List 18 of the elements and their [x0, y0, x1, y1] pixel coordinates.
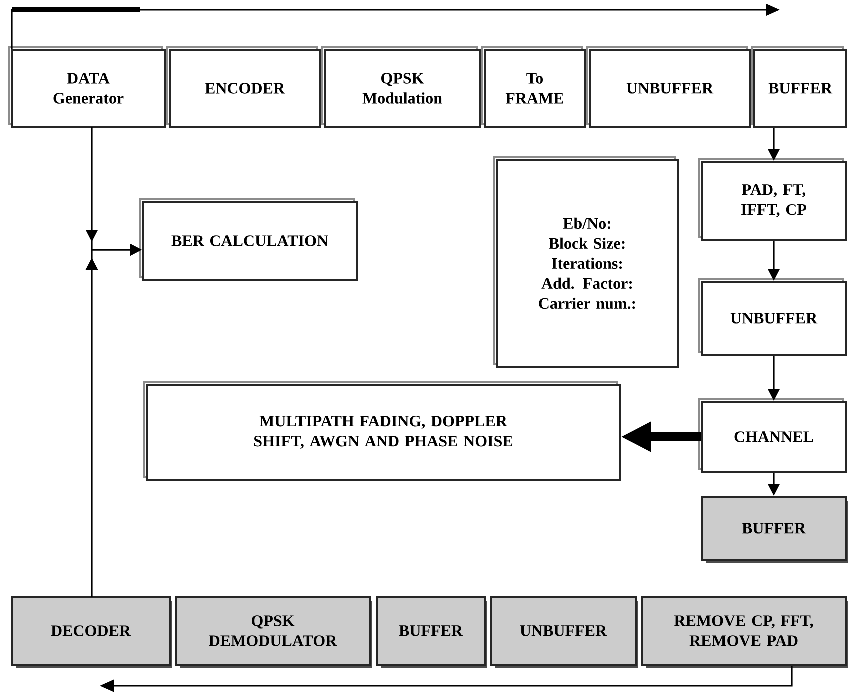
parameter-box: Eb/No: Block Size: Iterations: Add. Factor: Carrier num.:	[493, 156, 679, 368]
process-box: BUFFER	[701, 496, 848, 563]
process-box: QPSK DEMODULATOR	[175, 596, 372, 668]
process-box: QPSK Modulation	[321, 46, 481, 128]
process-box: ENCODER	[166, 46, 321, 128]
process-box: REMOVE CP, FFT, REMOVE PAD	[641, 596, 848, 668]
process-box: BUFFER	[376, 596, 487, 668]
process-box: UNBUFFER	[490, 596, 638, 668]
process-box: To FRAME	[481, 46, 586, 128]
process-box: BUFFER	[751, 46, 848, 128]
process-box: DATA Generator	[8, 46, 166, 128]
process-box: PAD, FT, IFFT, CP	[698, 158, 847, 241]
process-box: UNBUFFER	[698, 278, 847, 356]
process-box: DECODER	[11, 596, 172, 668]
process-box: UNBUFFER	[586, 46, 751, 128]
process-box: BER CALCULATION	[139, 198, 358, 281]
process-box: CHANNEL	[698, 398, 847, 473]
process-box: MULTIPATH FADING, DOPPLER SHIFT, AWGN AND PHASE NOISE	[143, 381, 621, 481]
